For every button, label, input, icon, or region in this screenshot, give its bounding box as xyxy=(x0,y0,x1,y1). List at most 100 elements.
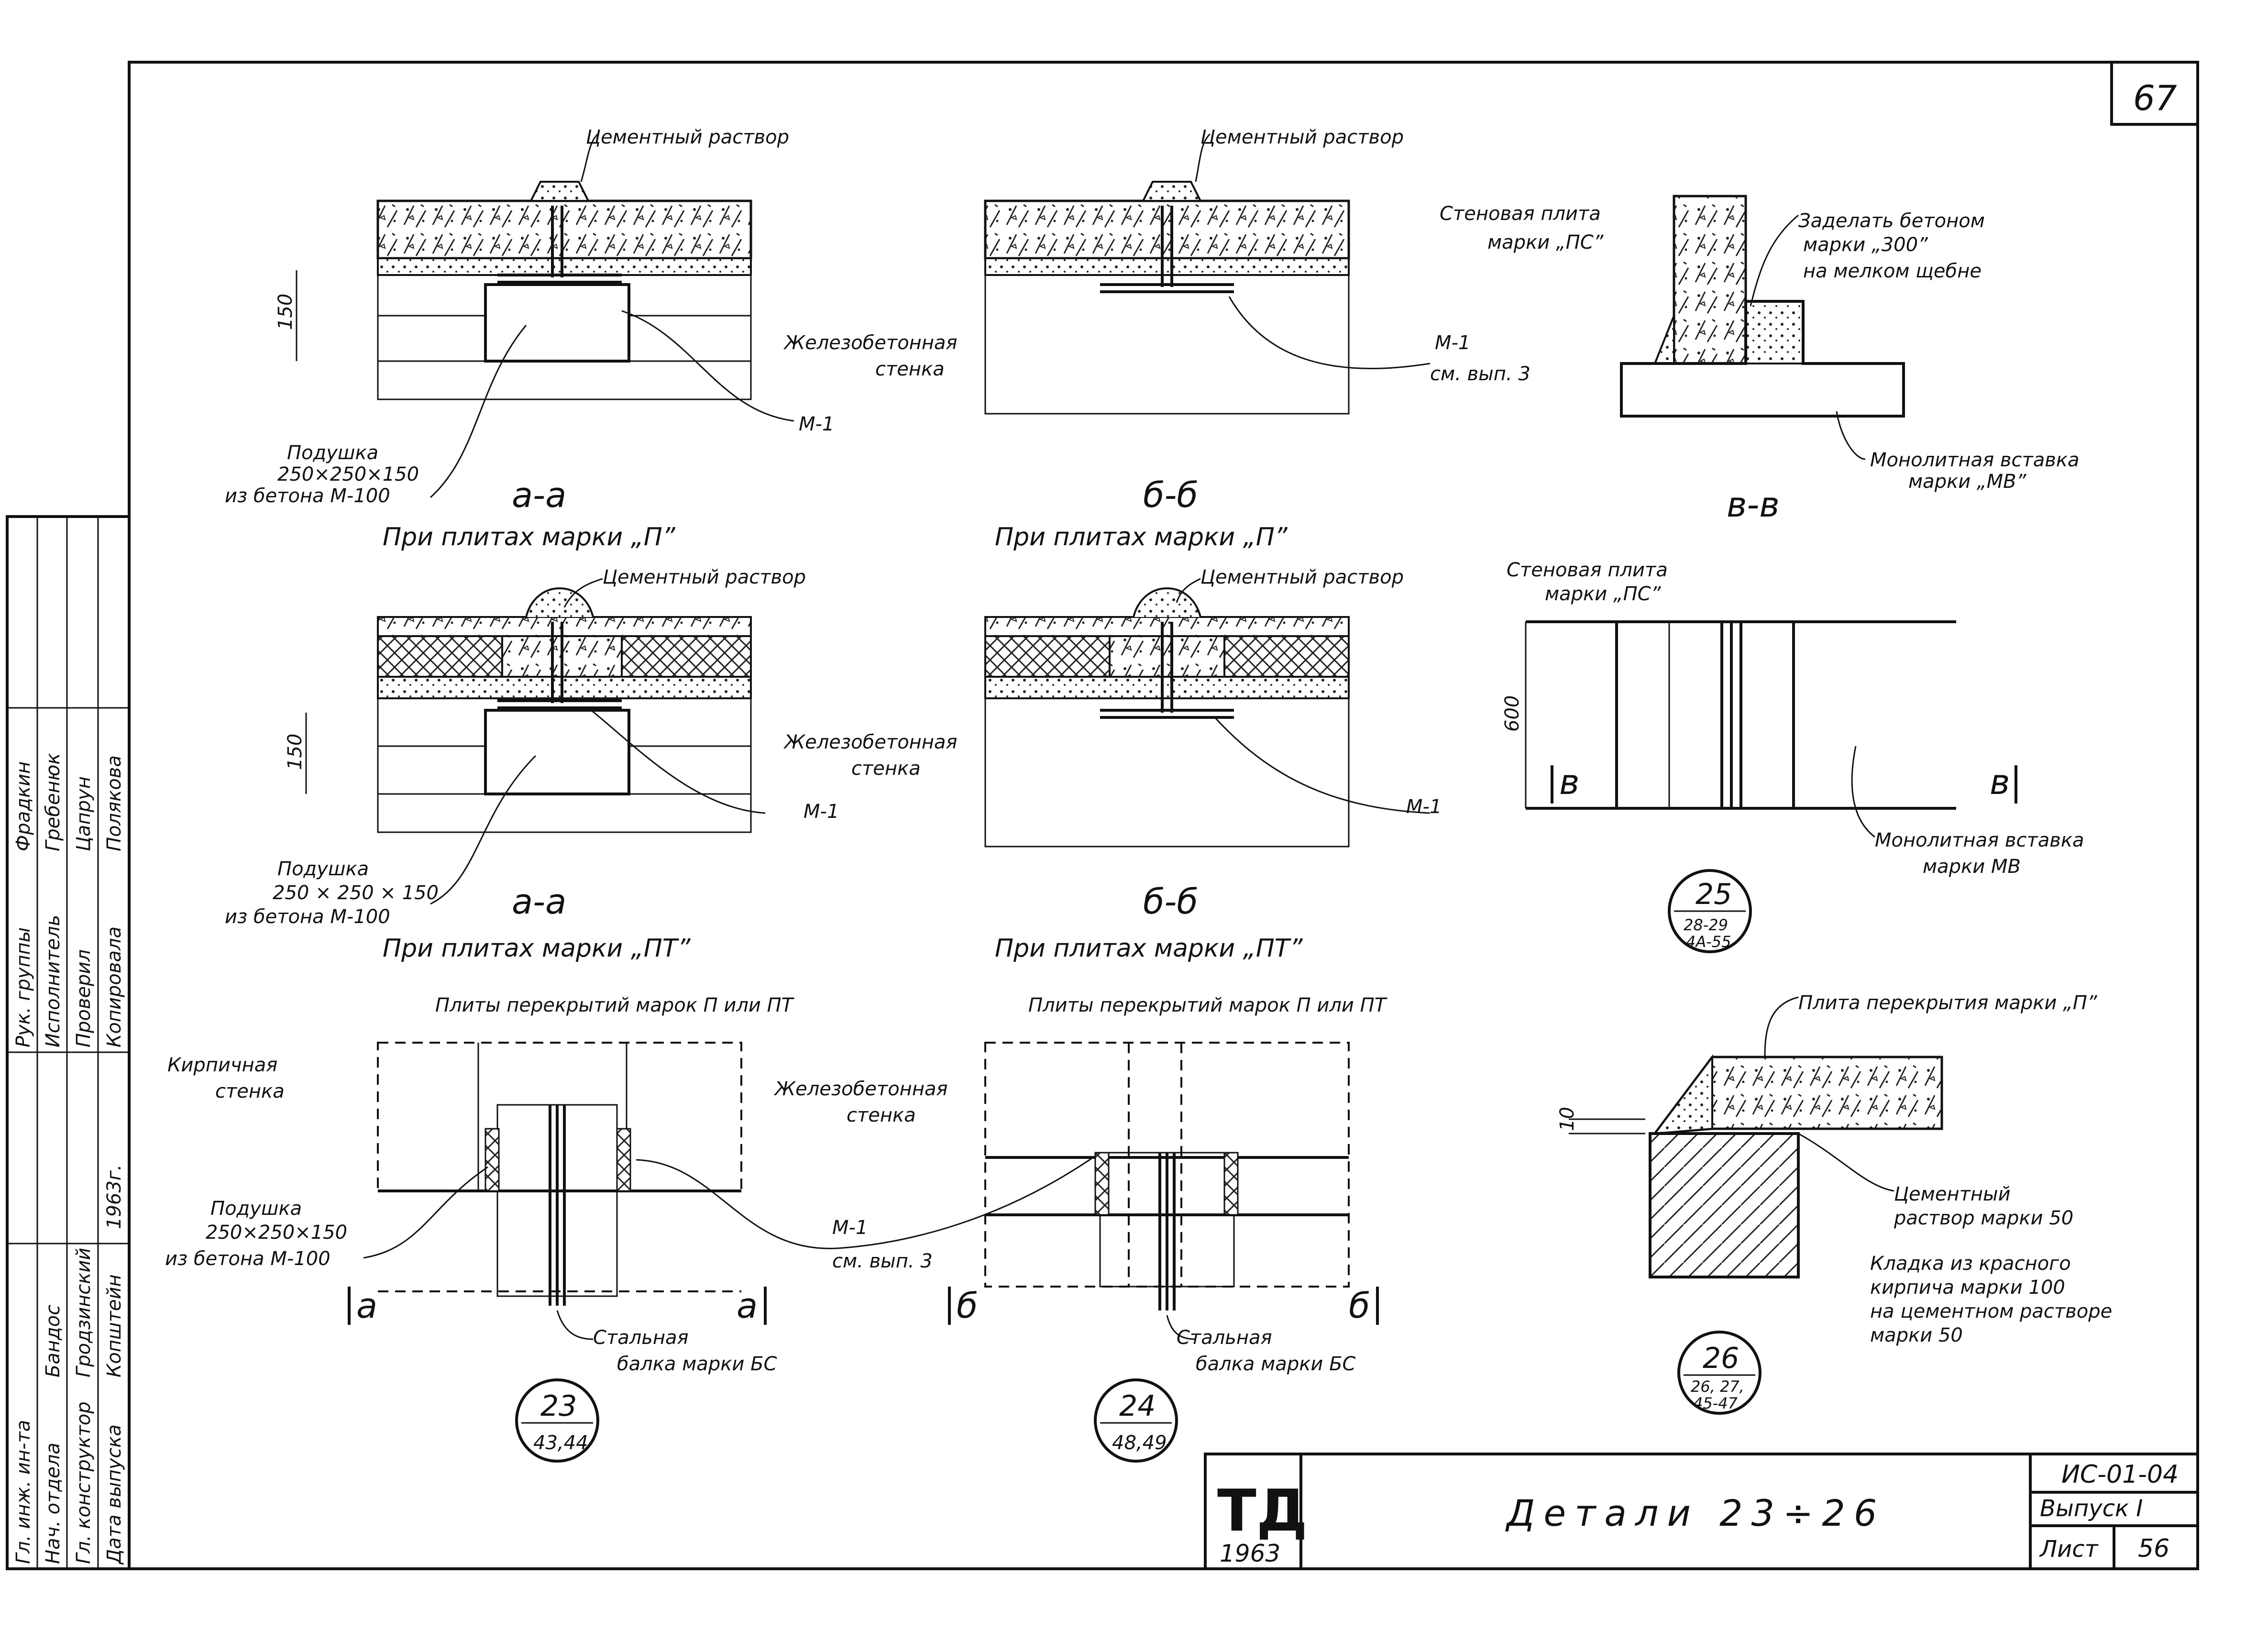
d7-see-label: см. вып. 3 xyxy=(832,1250,933,1272)
d5-section: б-б xyxy=(1143,881,1198,922)
stamp-role-2: Исполнитель xyxy=(42,915,64,1047)
d3-fill-label-3: на мелком щебне xyxy=(1803,260,1982,282)
d2-wall-label-2: стенка xyxy=(875,358,945,380)
d3-insert-label-2: марки „МВ” xyxy=(1908,471,2026,493)
d3-section: в-в xyxy=(1727,485,1780,525)
title-block: ТД 1963 Детали 23÷26 ИС-01-04 Выпуск I Л… xyxy=(1204,1453,2199,1570)
d4-pad-label-1: Подушка xyxy=(277,858,369,880)
d7-m1-label: М-1 xyxy=(832,1217,868,1239)
d9-badge-num: 26 xyxy=(1703,1342,1739,1375)
approval-stamp: Рук. группы Исполнитель Проверил Копиров… xyxy=(6,515,131,1570)
stamp-sig-3: Копштейн xyxy=(103,1274,125,1377)
d9-mortar-label-2: раствор марки 50 xyxy=(1894,1207,2073,1229)
d5-caption: При плитах марки „ПТ” xyxy=(995,934,1303,963)
d7-pad-label-1: Подушка xyxy=(210,1198,302,1220)
detail-plan-b-b: Плиты перекрытий марок П или ПТ Железобе… xyxy=(773,994,1388,1463)
d2-see-label: см. вып. 3 xyxy=(1430,363,1530,385)
d6-badge-ref-1: 28-29 xyxy=(1684,916,1728,934)
page-number-box xyxy=(2110,61,2199,126)
d8-wall-label-1: Железобетонная xyxy=(773,1078,948,1100)
d9-dim: 10 xyxy=(1556,1107,1578,1131)
d4-m1-label: М-1 xyxy=(804,801,839,823)
d8-badge-ref: 48,49 xyxy=(1112,1432,1167,1454)
sheet-number: 56 xyxy=(2138,1534,2169,1563)
logo-text: ТД xyxy=(1217,1478,1308,1544)
d1-dim: 150 xyxy=(275,294,297,330)
d7-badge xyxy=(515,1378,599,1463)
d7-wall-label-2: стенка xyxy=(215,1080,285,1102)
stamp-title-3: Гл. конструктор xyxy=(73,1401,95,1564)
d2-section: б-б xyxy=(1143,475,1198,515)
d4-pad-label-2: 250 × 250 × 150 xyxy=(273,882,439,904)
logo-year: 1963 xyxy=(1220,1540,1280,1567)
d8-beam-label-1: Стальная xyxy=(1177,1327,1272,1349)
page-number: 67 xyxy=(2133,78,2177,118)
d8-badge-num: 24 xyxy=(1119,1389,1156,1423)
d9-brick-label-2: кирпича марки 100 xyxy=(1870,1277,2065,1299)
d4-pad-label-3: из бетона М-100 xyxy=(225,906,390,928)
d6-badge xyxy=(1668,869,1752,953)
d6-panel-label-1: Стеновая плита xyxy=(1507,559,1668,581)
stamp-name-3: Цапрун xyxy=(73,776,95,851)
detail-a-a-pt: 150 Цементный раствор Подушка 250 × 250 … xyxy=(225,566,839,963)
d1-cement-label: Цементный раствор xyxy=(586,126,789,148)
d6-insert-label-1: Монолитная вставка xyxy=(1875,829,2084,851)
d9-badge-ref-1: 26, 27, xyxy=(1691,1377,1744,1396)
d2-wall-label-1: Железобетонная xyxy=(783,332,958,354)
d8-beam-label-2: балка марки БС xyxy=(1196,1353,1356,1375)
d4-caption: При плитах марки „ПТ” xyxy=(383,934,691,963)
d1-pad-label-3: из бетона М-100 xyxy=(225,485,390,507)
d7-pad-label-2: 250×250×150 xyxy=(206,1222,347,1244)
stamp-title-2: Нач. отдела xyxy=(42,1443,64,1564)
d6-cut-right: в xyxy=(1990,762,2010,802)
detail-a-a-p: 150 Цементный раствор Подушка 250×250×15… xyxy=(225,126,834,551)
d3-fill-label-2: марки „300” xyxy=(1803,234,1928,256)
detail-plan-a-a: Плиты перекрытий марок П или ПТ Кирпична… xyxy=(165,994,1101,1463)
d6-badge-num: 25 xyxy=(1695,878,1732,911)
d2-cement-label: Цементный раствор xyxy=(1200,126,1404,148)
d9-badge xyxy=(1677,1331,1762,1415)
d3-insert-label-1: Монолитная вставка xyxy=(1870,449,2080,471)
d7-wall-label-1: Кирпичная xyxy=(167,1054,277,1076)
d5-wall-label-2: стенка xyxy=(851,758,921,780)
d5-wall-label-1: Железобетонная xyxy=(783,731,958,753)
d6-dim: 600 xyxy=(1501,695,1523,732)
detail-v-v: Стеновая плита марки „ПС” Заделать бетон… xyxy=(1440,195,2080,525)
d2-m1-label: М-1 xyxy=(1435,332,1470,354)
d8-cut-right: б xyxy=(1349,1286,1370,1326)
d9-mortar-label-1: Цементный xyxy=(1894,1183,2011,1205)
d6-badge-ref-2: 4А-55 xyxy=(1686,933,1731,951)
d1-m1-label: М-1 xyxy=(799,413,834,435)
d4-dim: 150 xyxy=(284,734,306,770)
stamp-role-1: Рук. группы xyxy=(12,927,34,1047)
stamp-name-1: Фрадкин xyxy=(12,761,34,851)
d2-caption: При плитах марки „П” xyxy=(995,523,1288,551)
sheet-issue: Выпуск I xyxy=(2040,1495,2143,1522)
d1-pad-label-2: 250×250×150 xyxy=(277,463,419,485)
detail-b-b-pt: Цементный раствор Железобетонная стенка … xyxy=(783,566,1442,963)
d8-slabs-label: Плиты перекрытий марок П или ПТ xyxy=(1028,994,1388,1016)
d9-brick-label-1: Кладка из красного xyxy=(1870,1253,2071,1275)
d8-wall-label-2: стенка xyxy=(847,1104,916,1126)
d1-section: а-а xyxy=(512,475,566,515)
d7-pad-label-3: из бетона М-100 xyxy=(165,1248,330,1270)
d7-cut-right: а xyxy=(737,1286,758,1326)
d5-cement-label: Цементный раствор xyxy=(1200,566,1404,588)
d7-slabs-label: Плиты перекрытий марок П или ПТ xyxy=(435,994,795,1016)
stamp-role-3: Проверил xyxy=(73,949,95,1047)
d1-caption: При плитах марки „П” xyxy=(383,523,676,551)
detail-brick-support: 10 Плита перекрытия марки „П” Цементный … xyxy=(1556,992,2112,1415)
d7-beam-label-2: балка марки БС xyxy=(617,1353,777,1375)
d7-badge-ref: 43,44 xyxy=(533,1432,588,1454)
d1-pad-label-1: Подушка xyxy=(287,442,378,464)
stamp-sig-1: Бандос xyxy=(42,1305,64,1377)
stamp-title-4: Дата выпуска xyxy=(103,1424,125,1565)
d9-brick-label-4: марки 50 xyxy=(1870,1324,1963,1346)
d6-panel-label-2: марки „ПС” xyxy=(1545,583,1661,605)
d7-beam-label-1: Стальная xyxy=(593,1327,689,1349)
d7-cut-left: а xyxy=(356,1286,377,1326)
sheet-title: Детали 23÷26 xyxy=(1505,1492,1885,1534)
stamp-sig-2: Гродзинский xyxy=(73,1248,95,1377)
d3-panel-label-2: марки „ПС” xyxy=(1487,231,1604,253)
